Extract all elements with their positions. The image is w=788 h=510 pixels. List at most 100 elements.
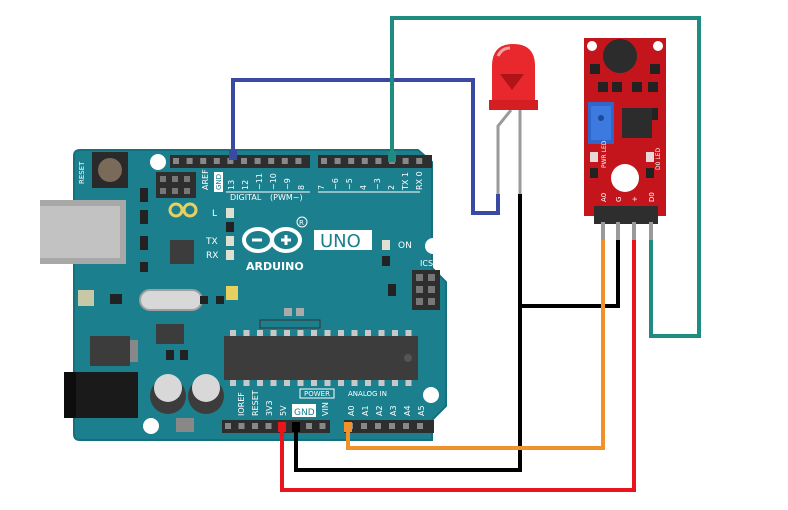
chip-pin [243, 380, 250, 386]
digital-pin-label: 8 [297, 185, 306, 190]
arduino-logo-text: ARDUINO [246, 260, 304, 273]
reset-label: RESET [78, 161, 86, 184]
chip-pin [311, 380, 317, 386]
d0-led [646, 152, 654, 162]
aref-label: AREF [201, 169, 210, 190]
digital-label: DIGITAL [230, 193, 262, 202]
digital-pin-label: ~9 [283, 178, 292, 190]
chip-pin [324, 330, 331, 336]
analog-pin-label: A2 [375, 405, 384, 416]
analog-pin-label: A3 [389, 405, 398, 416]
rx-label: RX [206, 251, 218, 261]
header-pin-hole [361, 423, 367, 429]
digital-pin-label: 2 [387, 185, 396, 190]
power-pin-label: RESET [251, 390, 260, 416]
wire-ends [229, 150, 396, 432]
smd-component [259, 319, 321, 329]
pwm-label: (PWM~) [270, 193, 303, 202]
smd-component [382, 256, 390, 266]
smd-component [176, 418, 194, 432]
wire-5v-power [280, 240, 636, 492]
analog-pin-label: A5 [417, 405, 426, 416]
sensor-pin [601, 222, 605, 242]
power-pin-label: VIN [321, 402, 330, 416]
header-pin-hole [306, 423, 312, 429]
smd-component [296, 308, 304, 316]
smd-chip [156, 324, 184, 344]
mounting-hole [143, 418, 159, 434]
led-base [489, 100, 538, 110]
chip-pin [365, 330, 371, 336]
wires [231, 16, 701, 492]
digital-pin-label: ~3 [373, 178, 382, 190]
smd-component [140, 236, 148, 250]
power-pin-label: 5V [279, 405, 288, 416]
header-pin-hole [186, 158, 193, 164]
microphone [603, 39, 637, 73]
comparator-chip [622, 108, 652, 138]
crystal-oscillator [139, 289, 203, 311]
analog-pin-label: A0 [347, 405, 356, 416]
arduino-uno-board: RESET [40, 149, 447, 441]
chip-pin [365, 380, 371, 386]
header-pin-hole [403, 423, 409, 429]
sensor-mount-hole [611, 164, 639, 192]
digital-pin-label: TX 1 [401, 172, 410, 191]
header-pin-hole [334, 158, 341, 164]
microcontroller-chip [224, 336, 418, 380]
sensor-mount-hole [587, 41, 597, 51]
digital-pin-label: ~10 [269, 173, 278, 190]
led-l-label: L [212, 209, 217, 219]
header-pin-hole [348, 158, 355, 164]
uno-badge [314, 230, 372, 250]
voltage-regulator [90, 336, 130, 366]
header-pin-hole [238, 423, 245, 429]
power-header [222, 420, 330, 433]
regulator-tab [130, 340, 138, 362]
digital-pin-label: 7 [317, 185, 326, 190]
header-pin-hole [268, 158, 275, 164]
header-pin-hole [417, 423, 423, 429]
sensor-pin [649, 222, 653, 242]
pwr-led [590, 152, 598, 162]
smd-component [110, 294, 122, 304]
gnd-top-label: GND [215, 174, 223, 190]
smd-component [284, 308, 292, 316]
power-pin-label: 3V3 [265, 400, 274, 416]
chip-pin [243, 330, 250, 336]
header-pin-hole [213, 158, 220, 164]
chip-pin [392, 330, 398, 336]
header-pin-hole [241, 158, 247, 164]
sensor-pin-label: G [615, 197, 623, 202]
sensor-pin-label: D0 [648, 192, 656, 202]
chip-pin [324, 380, 331, 386]
solder-pad [182, 202, 198, 218]
wire-ground [294, 194, 522, 472]
uno-text: UNO [320, 231, 361, 252]
pwr-led-label: PWR LED [601, 140, 608, 168]
icsp-label: ICSP [420, 259, 438, 268]
chip-pin [230, 330, 236, 336]
wire-pin13-to-led [231, 78, 500, 215]
chip-pin [230, 380, 236, 386]
power-header-label: POWER [304, 390, 330, 398]
tx-label: TX [205, 237, 218, 247]
header-pin-hole [361, 158, 368, 164]
header-pin-hole [254, 158, 261, 164]
wire-ground-sensor [520, 240, 620, 308]
usb-chip [170, 240, 194, 264]
chip-pin [351, 330, 358, 336]
chip-pin [311, 330, 317, 336]
chip-pin [378, 380, 385, 386]
solder-pad [168, 202, 184, 218]
chip-pin [284, 330, 290, 336]
chip-pin [257, 330, 263, 336]
mounting-hole [150, 154, 166, 170]
led-leg-anode [496, 109, 513, 194]
reset-button-cap[interactable] [98, 158, 122, 182]
red-led [489, 44, 538, 194]
header-pin-hole [252, 423, 258, 429]
digital-pin-label: 12 [241, 180, 250, 190]
